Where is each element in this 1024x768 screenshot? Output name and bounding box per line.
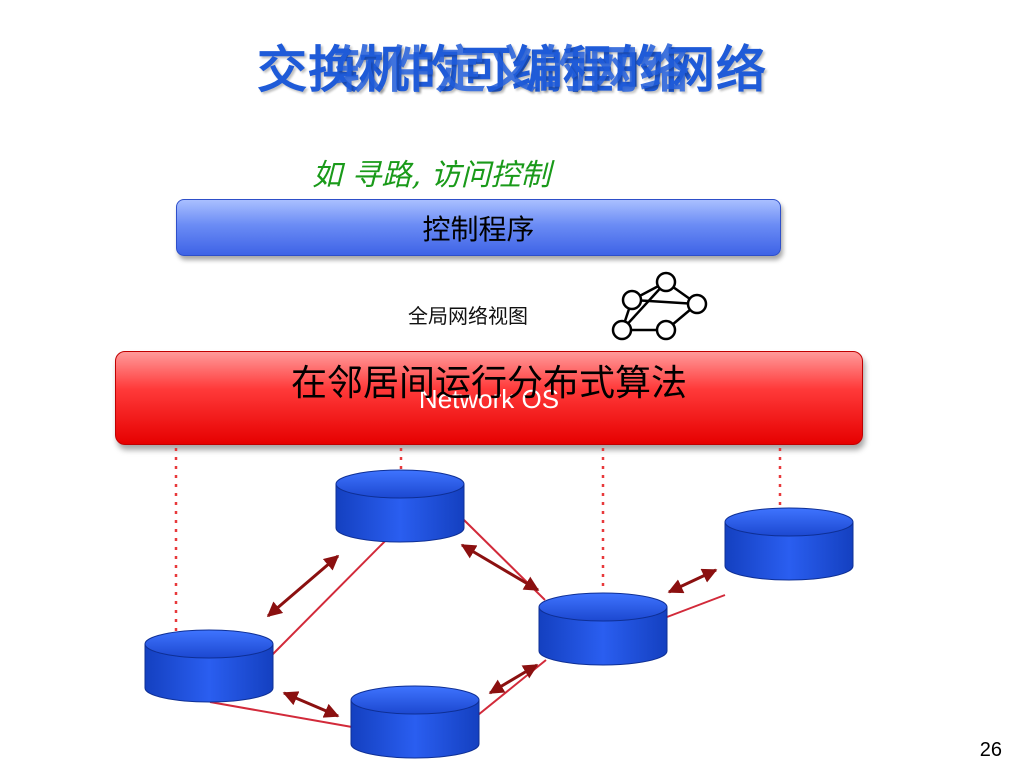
slide-title-front: 软件定义的网络 — [333, 41, 691, 99]
network-os-label: Network OS — [418, 384, 560, 414]
switch-1 — [144, 629, 274, 703]
control-channels — [174, 448, 782, 632]
example-text: 如 寻路, 访问控制 — [312, 158, 551, 193]
switch-2 — [335, 469, 465, 543]
distributed-algorithm-overlay: 在邻居间运行分布式算法 — [290, 363, 687, 404]
global-view-graph-icon — [611, 271, 708, 341]
network-os-bar: Network OS 在邻居间运行分布式算法 — [115, 351, 863, 445]
page-number: 26 — [979, 739, 1002, 761]
control-program-label: 控制程序 — [422, 212, 535, 246]
control-program-bar: 控制程序 — [176, 199, 781, 256]
slide-title-back: 交换机的可编程的网络 — [257, 41, 767, 99]
switch-5 — [724, 507, 854, 581]
switch-4 — [350, 685, 480, 759]
switch-3 — [538, 592, 668, 666]
global-view-label: 全局网络视图 — [408, 304, 528, 328]
neighbor-exchange-arrows — [266, 543, 718, 718]
